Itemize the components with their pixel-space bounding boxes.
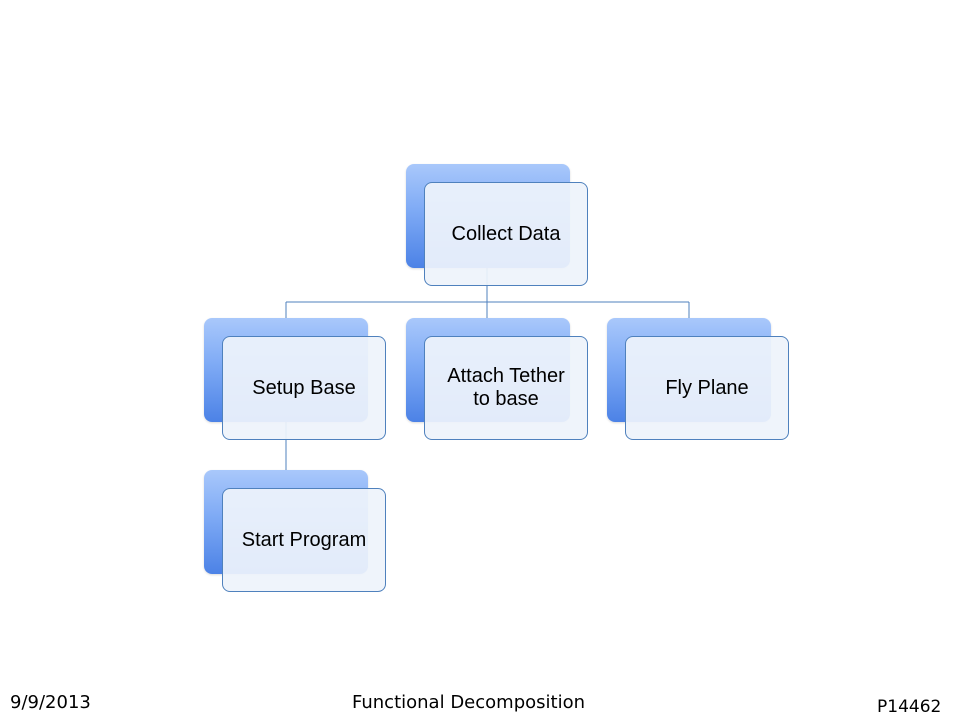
node-setup-base-label: Setup Base	[222, 336, 386, 440]
node-start-program-label: Start Program	[222, 488, 386, 592]
footer-title: Functional Decomposition	[352, 692, 585, 713]
footer-code: P14462	[877, 697, 942, 717]
node-fly-plane-label: Fly Plane	[625, 336, 789, 440]
footer-date: 9/9/2013	[10, 692, 91, 713]
node-collect-data-label: Collect Data	[424, 182, 588, 286]
node-attach-tether-label: Attach Tether to base	[424, 336, 588, 440]
